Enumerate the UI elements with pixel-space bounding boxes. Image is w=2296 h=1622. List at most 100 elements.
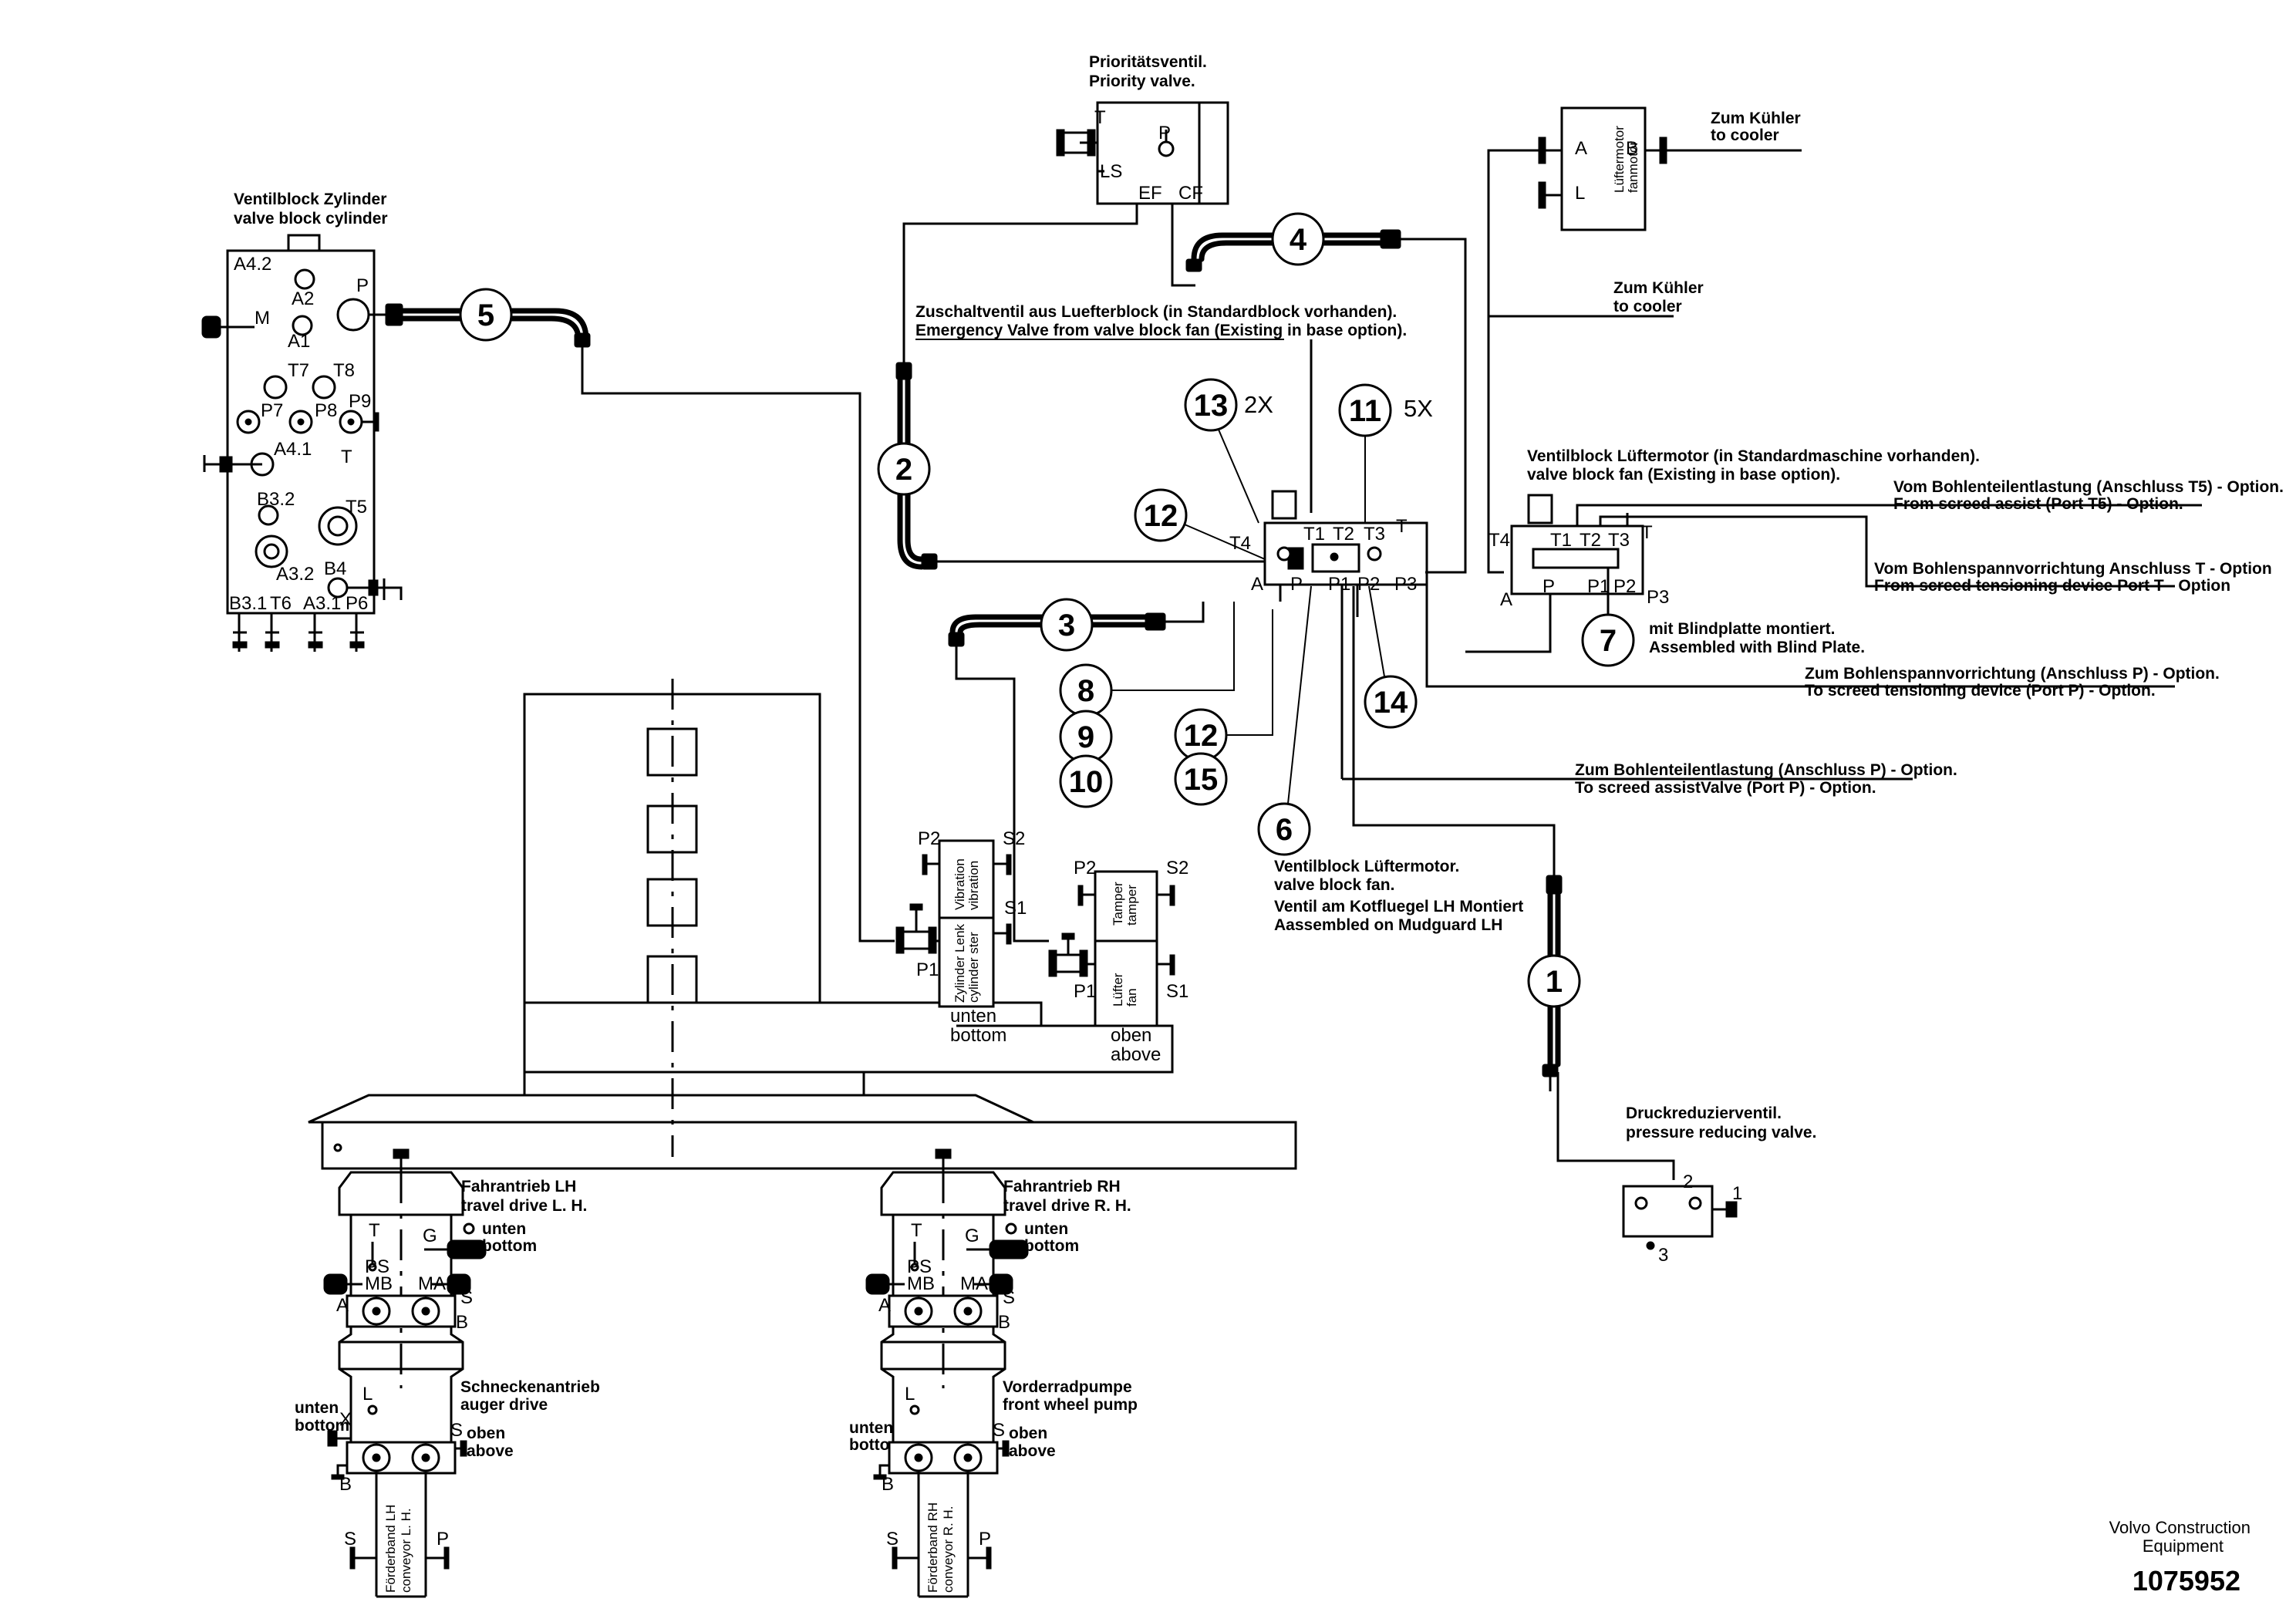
tr-unten2-de: unten [849,1419,893,1437]
fan-label-de: Lüfter [1111,973,1125,1007]
fan-motor-label-en: fanmotor [1626,141,1640,193]
fb-port-t4: T4 [1489,530,1510,551]
fan-motor-port-l: L [1575,183,1585,204]
bubble-12-bottom: 12 [1184,719,1219,753]
emergency-valve-en: Emergency Valve from valve block fan (Ex… [915,322,1407,339]
bubble-13: 13 [1194,389,1229,423]
hose-2: 2 [877,362,1265,570]
vib-port-p2: P2 [918,828,940,849]
tr-port-cp: P [979,1529,991,1549]
bubble-10: 10 [1069,765,1104,799]
tr-port-s2: S [993,1420,1005,1441]
screed-assist-p-en: To screed assistValve (Port P) - Option. [1575,779,1876,797]
tl-port-a: A [336,1295,349,1316]
vib-unten-en: bottom [950,1025,1006,1046]
bubble-6: 6 [1276,813,1293,847]
to-cooler-2-de: Zum Kühler [1613,279,1704,297]
vb-port-b31: B3.1 [229,593,267,614]
bubble-4: 4 [1290,223,1307,257]
fb-port-a: A [1500,589,1512,610]
screed-assist-t5-en: From screed assist (Port T5) - Option. [1893,495,2183,513]
travel-lh-de: Fahrantrieb LH [461,1178,576,1195]
tam-port-s1: S1 [1166,981,1188,1002]
vib-unten-de: unten [950,1006,996,1027]
vibration-label-de: Vibration [952,858,967,910]
pr-port-2: 2 [1683,1172,1693,1192]
vb-port-t6: T6 [270,593,292,614]
mf-port-p2: P2 [1357,574,1380,595]
tam-port-p1: P1 [1074,981,1096,1002]
pressure-reducing-de: Druckreduzierventil. [1626,1104,1782,1122]
tamper-label-en: tamper [1124,885,1139,926]
bubble-8: 8 [1077,674,1094,708]
screed-tension-p-en: To screed tensioning device (Port P) - O… [1805,682,2156,700]
brand-line-2: Equipment [2143,1536,2224,1556]
valve-block-fan-mudguard: Zuschaltventil aus Luefterblock (in Stan… [915,303,1523,934]
tam-port-p2: P2 [1074,858,1096,878]
mf-port-a: A [1251,574,1263,595]
tam-oben-en: above [1111,1044,1161,1065]
to-cooler-1-en: to cooler [1711,126,1779,144]
bubble-7: 7 [1600,624,1617,658]
tamper-valve: Tamper tamper Lüfter fan P2 S2 P1 S1 obe… [1048,858,1188,1065]
fb-port-p2: P2 [1613,576,1636,597]
fan-label-en: fan [1124,988,1139,1007]
mf-port-t: T [1396,516,1408,537]
tl-port-x: X [339,1409,352,1430]
tr-oben-de: oben [1009,1425,1047,1442]
mudguard-de: Ventil am Kotfluegel LH Montiert [1274,898,1523,916]
valve-block-fan-std-en: valve block fan (Existing in base option… [1527,466,1840,484]
pressure-reducing-en: pressure reducing valve. [1626,1124,1816,1141]
travel-lh-en: travel drive L. H. [461,1197,587,1215]
tl-oben-de: oben [467,1425,505,1442]
priority-valve-label-de: Prioritätsventil. [1089,53,1207,71]
brand-line-1: Volvo Construction [2109,1518,2250,1537]
qty-13: 2X [1244,391,1273,418]
tl-port-t: T [369,1220,380,1241]
drive-column-lh: Fahrantrieb LH travel drive L. H. T G un… [295,1148,600,1598]
tl-port-l: L [362,1384,373,1404]
mf-port-t2: T2 [1333,524,1354,545]
vb-port-p8: P8 [315,400,337,421]
tl-port-cp: P [437,1529,449,1549]
tl-unten2-en: bottom [295,1417,349,1435]
fb-port-t1: T1 [1550,530,1572,551]
valve-block-fan-de: Ventilblock Lüftermotor. [1274,858,1459,875]
tr-port-b: B [998,1312,1010,1333]
vb-port-b4: B4 [324,558,346,579]
vb-port-t: T [341,447,352,467]
tam-oben-de: oben [1111,1025,1151,1046]
cylinder-steering-en: cylinder ster [966,932,981,1003]
pressure-reducing-valve: Druckreduzierventil. pressure reducing v… [1622,1104,1816,1266]
screed-assist-t5-de: Vom Bohlenteilentlastung (Anschluss T5) … [1893,478,2284,496]
vib-port-s2: S2 [1003,828,1025,849]
conveyor-lh-en: conveyor L. H. [399,1508,413,1593]
mf-port-p3: P3 [1394,574,1417,595]
mudguard-en: Aassembled on Mudguard LH [1274,916,1502,934]
fb-port-p: P [1542,576,1555,597]
valve-block-fan-en: valve block fan. [1274,876,1394,894]
screed-tension-t-de: Vom Bohlenspannvorrichtung Anschluss T -… [1874,560,2272,578]
pv-port-t: T [1094,107,1106,128]
vb-port-t7: T7 [288,360,309,381]
valve-block-fan-std-de: Ventilblock Lüftermotor (in Standardmasc… [1527,447,1980,465]
valve-block-cylinder-label-en: valve block cylinder [234,210,388,228]
fan-motor-label-de: Lüftermotor [1612,126,1627,193]
conveyor-rh-en: conveyor R. H. [941,1506,956,1593]
vb-port-p: P [356,275,369,296]
tamper-label-de: Tamper [1111,882,1125,926]
to-cooler-2-en: to cooler [1613,298,1682,315]
vb-port-p6: P6 [346,593,368,614]
pv-port-p: P [1158,123,1171,143]
bubble-5: 5 [477,298,494,332]
title-block: Volvo Construction Equipment 1075952 [2109,1518,2250,1597]
tam-port-s2: S2 [1166,858,1188,878]
priority-valve-label-en: Priority valve. [1089,73,1195,90]
fb-port-p3: P3 [1647,587,1669,608]
travel-rh-en: travel drive R. H. [1003,1197,1131,1215]
fb-port-t2: T2 [1580,530,1601,551]
bubble-14: 14 [1374,686,1408,720]
fb-port-t: T [1641,522,1653,543]
tr-port-mb: MB [907,1273,935,1294]
